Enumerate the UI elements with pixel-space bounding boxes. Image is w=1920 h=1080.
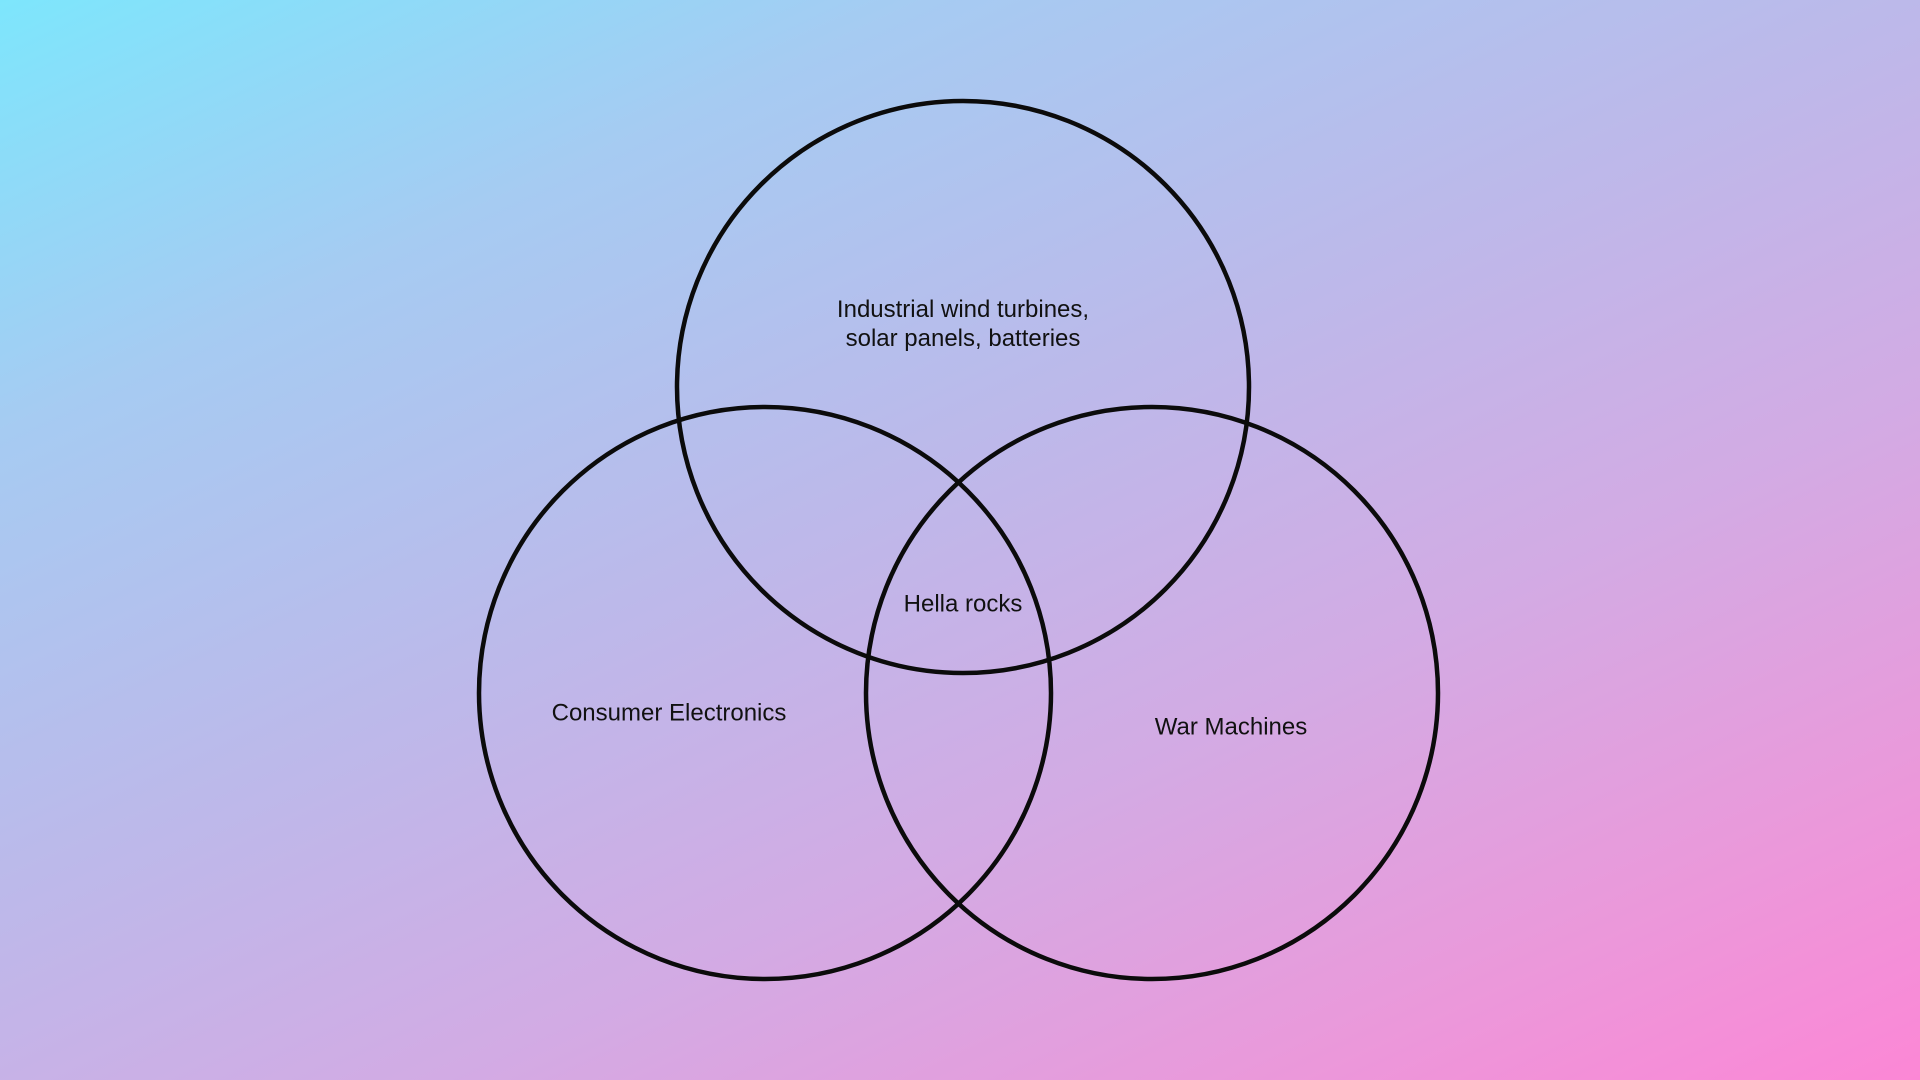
label-consumer-electronics: Consumer Electronics: [552, 699, 787, 728]
label-intersection: Hella rocks: [904, 590, 1023, 619]
label-consumer-electronics-line-1: Consumer Electronics: [551, 699, 787, 727]
label-renewable-energy-line-1: Industrial wind turbines,: [836, 296, 1090, 323]
label-war-machines-line-1: War Machines: [1154, 713, 1308, 741]
circle-war-machines: [863, 404, 1441, 982]
label-renewable-energy: Industrial wind turbines, solar panels, …: [837, 295, 1089, 353]
circle-renewable-energy: [674, 98, 1252, 676]
circle-consumer-electronics: [476, 404, 1054, 982]
label-intersection-text: Hella rocks: [903, 590, 1023, 618]
label-war-machines: War Machines: [1155, 713, 1307, 742]
label-renewable-energy-line-2: solar panels, batteries: [845, 325, 1081, 352]
